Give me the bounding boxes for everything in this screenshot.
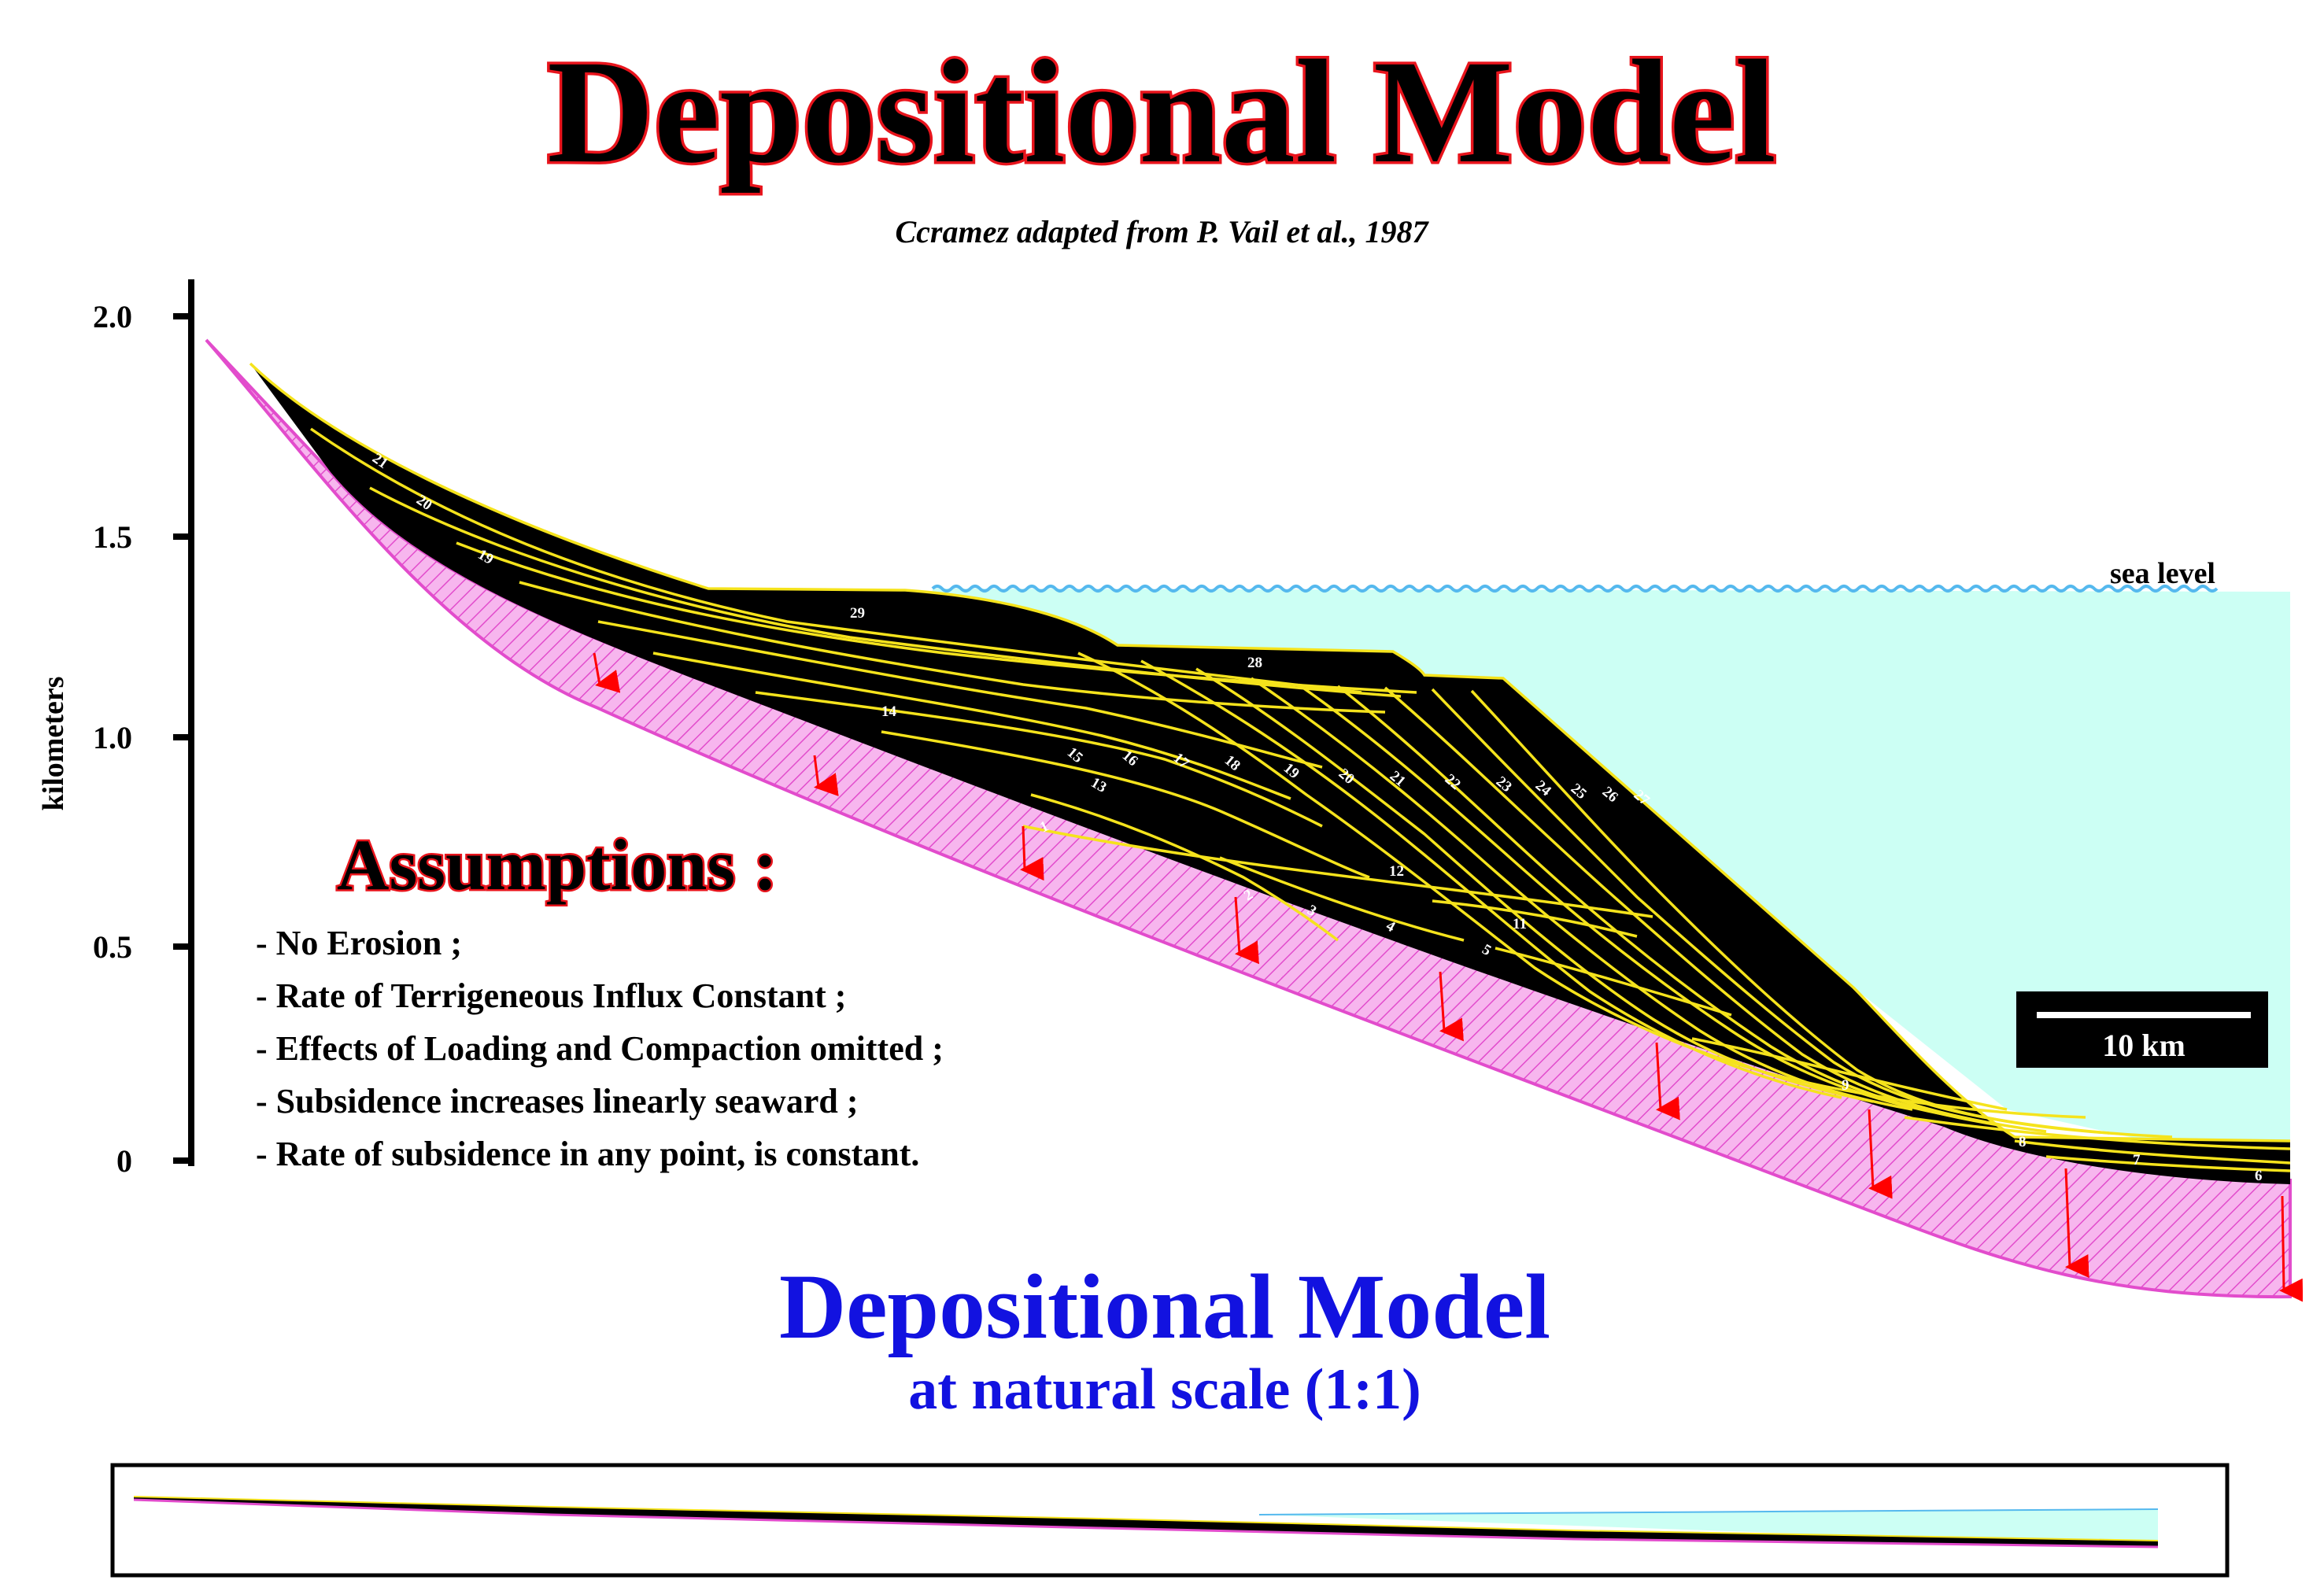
y-tick-label: 1.0 [93, 720, 132, 755]
y-tick-label: 1.5 [93, 519, 132, 555]
assumptions-title: Assumptions : [337, 825, 778, 905]
natural-scale-inset [110, 1463, 2230, 1578]
scale-bar-label: 10 km [2102, 1028, 2185, 1063]
scale-bar: 10 km [2016, 991, 2268, 1068]
sediment-wedge [250, 364, 2290, 1184]
assumptions-block: Assumptions : - No Erosion ; - Rate of T… [256, 823, 944, 1174]
layer-number: 11 [1513, 916, 1527, 932]
footer-subtitle: at natural scale (1:1) [908, 1357, 1421, 1422]
layer-number: 9 [1842, 1077, 1849, 1094]
y-tick-label: 2.0 [93, 299, 132, 334]
layer-number: 6 [2255, 1168, 2263, 1184]
y-axis-label: kilometers [37, 677, 70, 811]
layer-number: 7 [2133, 1152, 2141, 1168]
stratal-horizons [249, 362, 2291, 1172]
assumption-item: - Rate of subsidence in any point, is co… [256, 1135, 919, 1173]
layer-number: 12 [1389, 863, 1404, 880]
footer-title: Depositional Model [779, 1255, 1550, 1358]
layer-number: 8 [2019, 1134, 2027, 1150]
assumption-item: - Effects of Loading and Compaction omit… [256, 1029, 944, 1068]
assumption-item: - Subsidence increases linearly seaward … [256, 1082, 859, 1120]
y-axis: 2.0 1.5 1.0 0.5 0 kilometers [37, 279, 194, 1179]
layer-number: 28 [1247, 655, 1262, 671]
subsidence-arrows [593, 652, 2304, 1302]
y-tick-label: 0 [116, 1143, 132, 1179]
y-tick-label: 0.5 [93, 929, 132, 965]
page-title: Depositional Model [547, 29, 1775, 194]
sea-body: sea level [929, 557, 2290, 1143]
credit-line: Ccramez adapted from P. Vail et al., 198… [895, 214, 1429, 249]
assumption-item: - No Erosion ; [256, 924, 462, 962]
layer-number: 14 [881, 703, 897, 720]
layer-number: 29 [850, 605, 865, 622]
sea-level-label: sea level [2110, 557, 2215, 590]
assumption-item: - Rate of Terrigeneous Influx Constant ; [256, 976, 846, 1015]
